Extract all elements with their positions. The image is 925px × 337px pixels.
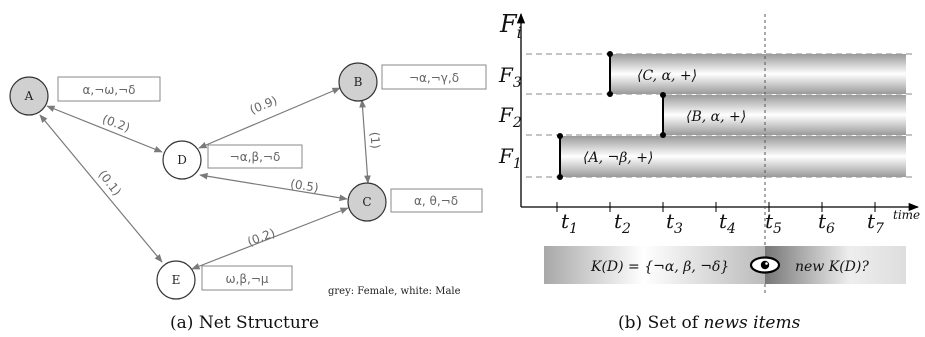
start-dot [557,133,563,139]
tick-t3: t3 [666,209,683,237]
edge-weight-A-E: (0.1) [95,167,124,198]
start-dot [607,91,613,97]
tag-text: ¬α,¬γ,δ [409,71,459,85]
news-bar-F3 [610,54,906,94]
caption-left: (a) Net Structure [170,313,319,333]
row-label-F1: F1 [498,144,522,172]
tick-t7: t7 [867,209,884,237]
edge-weight-D-B: (0.9) [248,93,280,117]
row-label-F3: F3 [498,63,522,91]
node-label: E [172,273,181,287]
kd-new-segment [765,246,906,284]
start-dot [557,174,563,180]
tag-D: ¬α,β,¬δ [207,144,303,169]
edges [39,87,371,270]
node-C[interactable]: C [347,182,387,222]
start-dot [607,51,613,57]
tick-t5: t5 [765,209,782,237]
caption-right: (b) Set of news items [618,313,801,333]
start-dot [660,92,666,98]
news-item-F1: ⟨A, ¬β, +⟩ [583,150,653,166]
tag-A: α,¬ω,¬δ [57,76,161,102]
timeline-chart: Fi ⟨C, α, +⟩ ⟨B, α, +⟩ [498,10,920,296]
node-label: B [354,75,363,89]
edge-weight-D-C: (0.5) [289,177,319,195]
tick-t6: t6 [818,209,835,237]
tag-B: ¬α,¬γ,δ [381,64,487,90]
start-dot [660,132,666,138]
tag-C: α, θ,¬δ [390,188,483,213]
news-item-F2: ⟨B, α, +⟩ [686,109,746,125]
tag-text: ω,β,¬μ [225,272,268,286]
edge-weight-E-C: (0.2) [245,226,277,249]
edge-A-E [39,114,163,263]
node-label: D [177,153,187,167]
x-tick-labels: t1 t2 t3 t4 t5 t6 t7 [561,209,884,237]
tick-t4: t4 [719,209,736,237]
kd-new-text: new K(D)? [795,259,869,275]
y-axis-label: Fi [499,10,522,42]
news-bar-F1 [560,136,906,177]
eye-icon [749,256,781,274]
tick-t1: t1 [561,209,578,237]
gender-legend: grey: Female, white: Male [328,286,461,297]
node-D[interactable]: D [162,140,202,180]
knowledge-bar: K(D) = {¬α, β, ¬δ} new K(D)? [544,246,906,284]
news-item-F3: ⟨C, α, +⟩ [637,68,697,84]
edge-D-C [199,172,348,202]
kd-current-segment [544,246,765,284]
tag-text: ¬α,β,¬δ [230,150,281,164]
node-E[interactable]: E [156,260,196,300]
edge-E-C [191,207,349,270]
tag-text: α,¬ω,¬δ [82,83,135,97]
network-graph: (0.2) (0.1) (0.9) (1) (0.5) (0.2) A D B … [9,62,487,300]
kd-current-text: K(D) = {¬α, β, ¬δ} [590,259,729,275]
tag-text: α, θ,¬δ [414,194,458,208]
tag-E: ω,β,¬μ [201,265,293,291]
edge-weight-A-D: (0.2) [100,112,132,135]
node-label: A [24,89,34,103]
edge-D-B [198,87,341,149]
row-label-F2: F2 [498,103,522,131]
node-label: C [362,195,371,209]
tick-t2: t2 [614,209,631,237]
node-A[interactable]: A [9,76,49,116]
edge-weight-B-C: (1) [367,131,382,149]
x-axis-label: time [893,208,920,222]
node-B[interactable]: B [338,62,378,102]
edge-B-C [359,99,371,184]
news-bar-F2 [663,95,906,135]
